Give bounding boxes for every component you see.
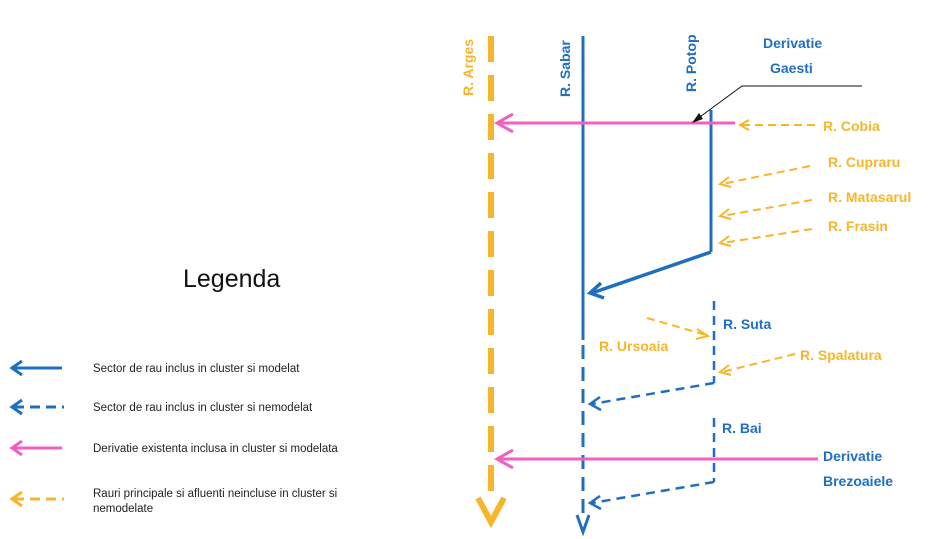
arges-river bbox=[475, 36, 507, 529]
legend-symbol-dashed-blue bbox=[9, 398, 64, 416]
gaesti-derivation bbox=[493, 112, 735, 134]
legend-title: Legenda bbox=[183, 265, 281, 293]
ursoaia-label: R. Ursoaia bbox=[599, 338, 668, 354]
sabar-river bbox=[575, 36, 591, 537]
legend-item-1-text: Sector de rau inclus in cluster si model… bbox=[93, 363, 300, 375]
legend-item-2-text: Sector de rau inclus in cluster si nemod… bbox=[93, 402, 313, 414]
legend-symbol-solid-pink bbox=[9, 439, 62, 457]
spalatura-tributary bbox=[717, 353, 796, 376]
legend-symbol-solid-blue bbox=[9, 359, 62, 377]
bai-label: R. Bai bbox=[722, 420, 762, 436]
cobia-tributary bbox=[737, 119, 815, 131]
frasin-tributary bbox=[717, 228, 813, 247]
legend-symbol-dashed-orange bbox=[9, 490, 64, 508]
ursoaia-tributary bbox=[646, 317, 711, 340]
brezoaiele-derivation bbox=[493, 448, 818, 470]
gaesti-label-line1: Derivatie bbox=[763, 35, 822, 51]
sabar-label: R. Sabar bbox=[557, 40, 573, 97]
legend-item-4-text-cont: nemodelate bbox=[93, 503, 154, 515]
frasin-label: R. Frasin bbox=[828, 218, 888, 234]
bai-river bbox=[587, 418, 716, 511]
suta-label: R. Suta bbox=[723, 316, 771, 332]
brezoaiele-label-line1: Derivatie bbox=[823, 448, 882, 464]
suta-river bbox=[587, 301, 716, 412]
matasarul-label: R. Matasarul bbox=[828, 189, 911, 205]
matasarul-tributary bbox=[717, 199, 813, 220]
cobia-label: R. Cobia bbox=[823, 118, 880, 134]
cupraru-tributary bbox=[717, 165, 811, 188]
legend-item-3-text: Derivatie existenta inclusa in cluster s… bbox=[93, 443, 338, 455]
brezoaiele-label-line2: Brezoaiele bbox=[823, 473, 893, 489]
cupraru-label: R. Cupraru bbox=[828, 154, 900, 170]
potop-river bbox=[586, 110, 713, 300]
arges-label: R. Arges bbox=[460, 39, 476, 96]
gaesti-label-line2: Gaesti bbox=[770, 60, 813, 76]
potop-label: R. Potop bbox=[683, 34, 699, 92]
spalatura-label: R. Spalatura bbox=[800, 347, 882, 363]
gaesti-pointer bbox=[692, 85, 862, 123]
legend-item-4-text: Rauri principale si afluenti neincluse i… bbox=[93, 488, 338, 500]
